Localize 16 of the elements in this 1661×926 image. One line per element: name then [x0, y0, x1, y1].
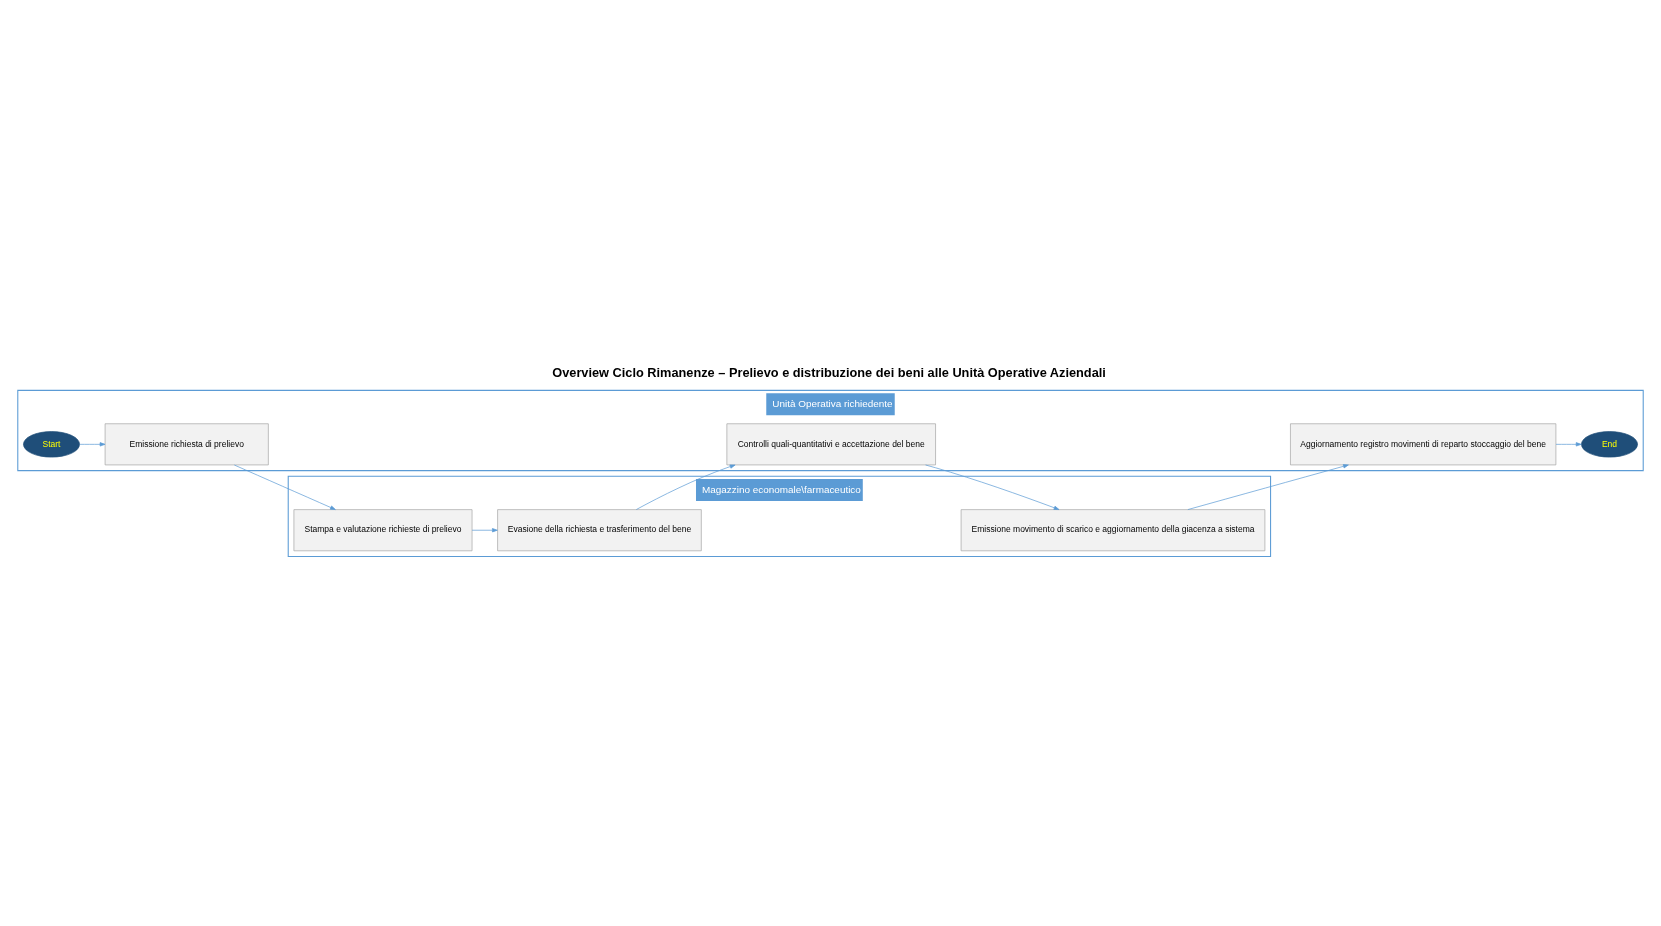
node-ellipse: End — [1581, 430, 1638, 457]
node-box: Emissione richiesta di prelievo — [104, 422, 269, 465]
arrow — [471, 527, 498, 532]
arrow — [925, 464, 1060, 510]
arrow — [635, 464, 736, 510]
arrow — [234, 464, 336, 510]
arrow — [1187, 463, 1349, 510]
node-ellipse: Start — [23, 430, 80, 457]
node-box: Emissione movimento di scarico e aggiornamento della giacenza a sistema — [960, 508, 1266, 551]
node-box: Controlli quali-quantitativi e accettazione del bene — [726, 422, 936, 465]
arrow — [1555, 441, 1582, 446]
node-box: Aggiornamento registro movimenti di reparto stoccaggio del bene — [1290, 422, 1557, 465]
diagram-title: Overview Ciclo Rimanenze – Prelievo e distribuzione dei beni alle Unità Operative Aziendali — [552, 364, 1106, 380]
node-box: Evasione della richiesta e trasferimento del bene — [497, 508, 702, 551]
node-box: Stampa e valutazione richieste di prelievo — [293, 508, 473, 551]
arrow — [79, 441, 106, 446]
